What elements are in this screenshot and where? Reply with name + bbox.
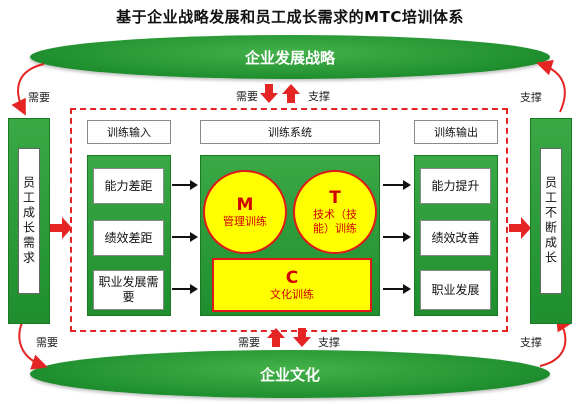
output-item-career: 职业发展 <box>420 270 491 310</box>
c-letter: C <box>285 268 299 288</box>
flow-line-6 <box>383 288 405 290</box>
curve-right-bottom <box>539 314 572 367</box>
flow-line-5 <box>383 236 405 238</box>
arrow-left-in <box>50 217 72 239</box>
flow-arrow-3 <box>190 284 198 294</box>
arrow-right-out <box>509 217 531 239</box>
output-column: 能力提升 绩效改善 职业发展 <box>414 155 498 316</box>
need-label-left-top: 需要 <box>28 91 50 104</box>
culture-training: 文化训练 <box>270 288 314 301</box>
culture-ellipse: 企业文化 <box>30 350 550 398</box>
arrow-top-up <box>282 84 300 103</box>
arrow-top-down <box>260 84 278 103</box>
curve-right-top <box>536 60 566 113</box>
flow-arrow-5 <box>403 232 411 242</box>
flow-line-1 <box>172 184 192 186</box>
t-letter: T <box>329 188 341 208</box>
culture-training-box: C 文化训练 <box>212 258 372 312</box>
arrow-bottom-down <box>293 328 311 347</box>
culture-label: 企业文化 <box>259 365 320 384</box>
input-item-performance: 绩效差距 <box>93 220 164 256</box>
flow-line-3 <box>172 288 192 290</box>
input-header: 训练输入 <box>87 120 171 144</box>
flow-arrow-6 <box>403 284 411 294</box>
output-header: 训练输出 <box>414 120 498 144</box>
support-label-right-bottom: 支撑 <box>520 336 542 349</box>
employee-growth-column: 员工不断成长 <box>530 118 572 324</box>
employee-need-label: 员工成长需求 <box>18 148 40 294</box>
need-label-bottom: 需要 <box>238 336 260 349</box>
flow-arrow-1 <box>190 180 198 190</box>
flow-line-4 <box>383 184 405 186</box>
flow-line-2 <box>172 236 192 238</box>
input-item-career: 职业发展需要 <box>93 270 164 310</box>
strategy-ellipse: 企业发展战略 <box>30 35 550 79</box>
employee-growth-label: 员工不断成长 <box>540 148 562 294</box>
input-column: 能力差距 绩效差距 职业发展需要 <box>87 155 171 316</box>
output-item-ability: 能力提升 <box>420 168 491 204</box>
input-item-ability: 能力差距 <box>93 168 164 204</box>
need-label-top: 需要 <box>236 90 258 103</box>
support-label-right-top: 支撑 <box>520 91 542 104</box>
technical-training: 技术（技能）训练 <box>313 208 357 235</box>
flow-arrow-4 <box>403 180 411 190</box>
strategy-label: 企业发展战略 <box>244 48 335 67</box>
support-label-top: 支撑 <box>308 90 330 103</box>
m-letter: M <box>236 195 254 215</box>
arrow-bottom-up <box>267 328 285 347</box>
technical-circle: T 技术（技能）训练 <box>293 170 377 254</box>
output-item-performance: 绩效改善 <box>420 220 491 256</box>
training-frame <box>70 108 508 332</box>
employee-need-column: 员工成长需求 <box>8 118 50 324</box>
management-training: 管理训练 <box>223 215 267 228</box>
system-header: 训练系统 <box>200 120 380 144</box>
need-label-left-bottom: 需要 <box>36 336 58 349</box>
page-title: 基于企业战略发展和员工成长需求的MTC培训体系 <box>116 8 464 26</box>
curve-left-top <box>11 63 45 116</box>
support-label-bottom: 支撑 <box>318 336 340 349</box>
management-circle: M 管理训练 <box>203 170 287 254</box>
flow-arrow-2 <box>190 232 198 242</box>
